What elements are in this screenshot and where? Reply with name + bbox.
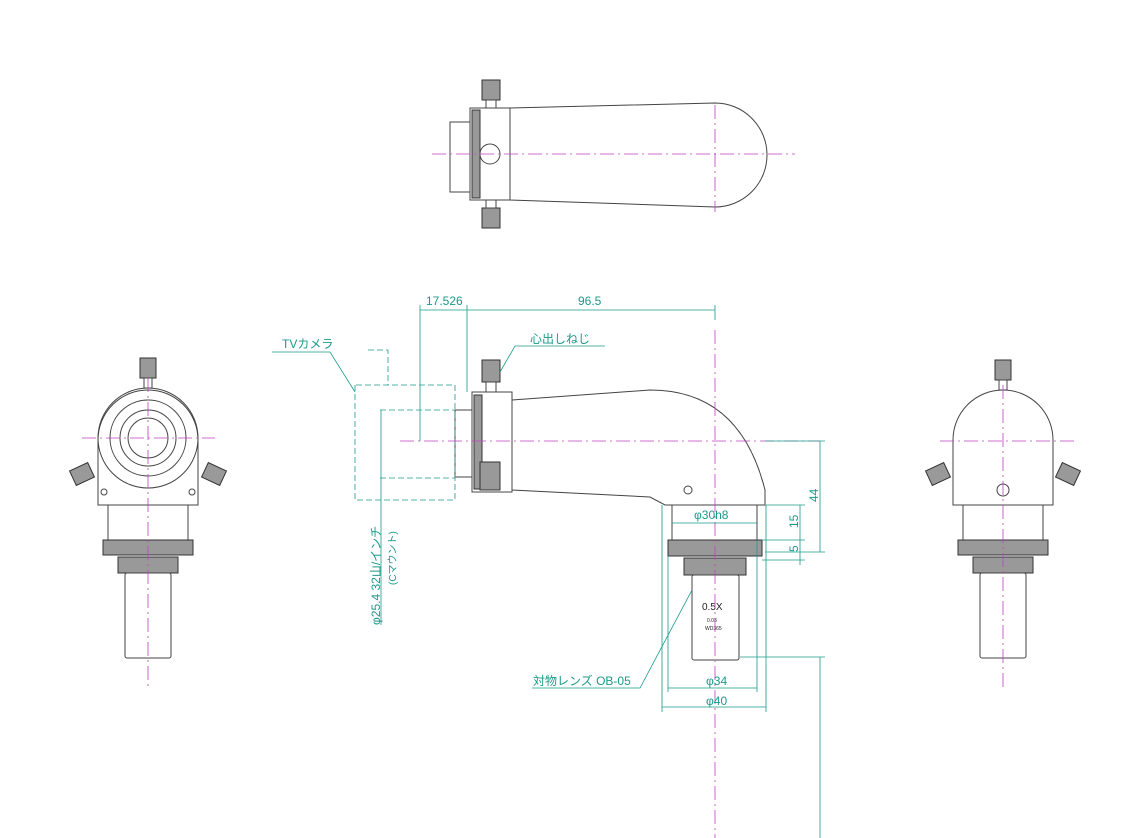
c-mount-label: (Cマウント)	[387, 531, 399, 585]
dim-5: 5	[787, 545, 801, 552]
dim-17-526: 17.526	[426, 294, 463, 308]
dim-96-5: 96.5	[578, 294, 602, 308]
main-view: 0.5X 0.03 WD365	[354, 330, 820, 838]
dim-15: 15	[787, 514, 801, 528]
dim-44: 44	[807, 488, 821, 502]
mount-thread-label: φ25.4 32山/インチ	[369, 526, 383, 625]
objective-magnification: 0.5X	[702, 602, 723, 613]
dim-phi30h8: φ30h8	[694, 508, 729, 522]
objective-na: 0.03	[707, 618, 717, 624]
top-view	[432, 79, 795, 229]
dim-phi40: φ40	[706, 694, 727, 708]
side-view-right	[924, 359, 1082, 688]
objective-lens-label: 対物レンズ OB-05	[533, 673, 631, 688]
dim-phi34: φ34	[706, 674, 727, 688]
front-view	[68, 357, 228, 688]
objective-wd: WD365	[705, 626, 722, 632]
leaders: TVカメラ 心出しねじ 対物レンズ OB-05	[272, 332, 693, 689]
centering-screw-label: 心出しねじ	[530, 332, 590, 346]
dimensions: 17.526 96.5 φ30h8 15 5 44 φ34 φ40 φ25.4 …	[369, 294, 825, 838]
tv-camera-label: TVカメラ	[282, 337, 333, 351]
